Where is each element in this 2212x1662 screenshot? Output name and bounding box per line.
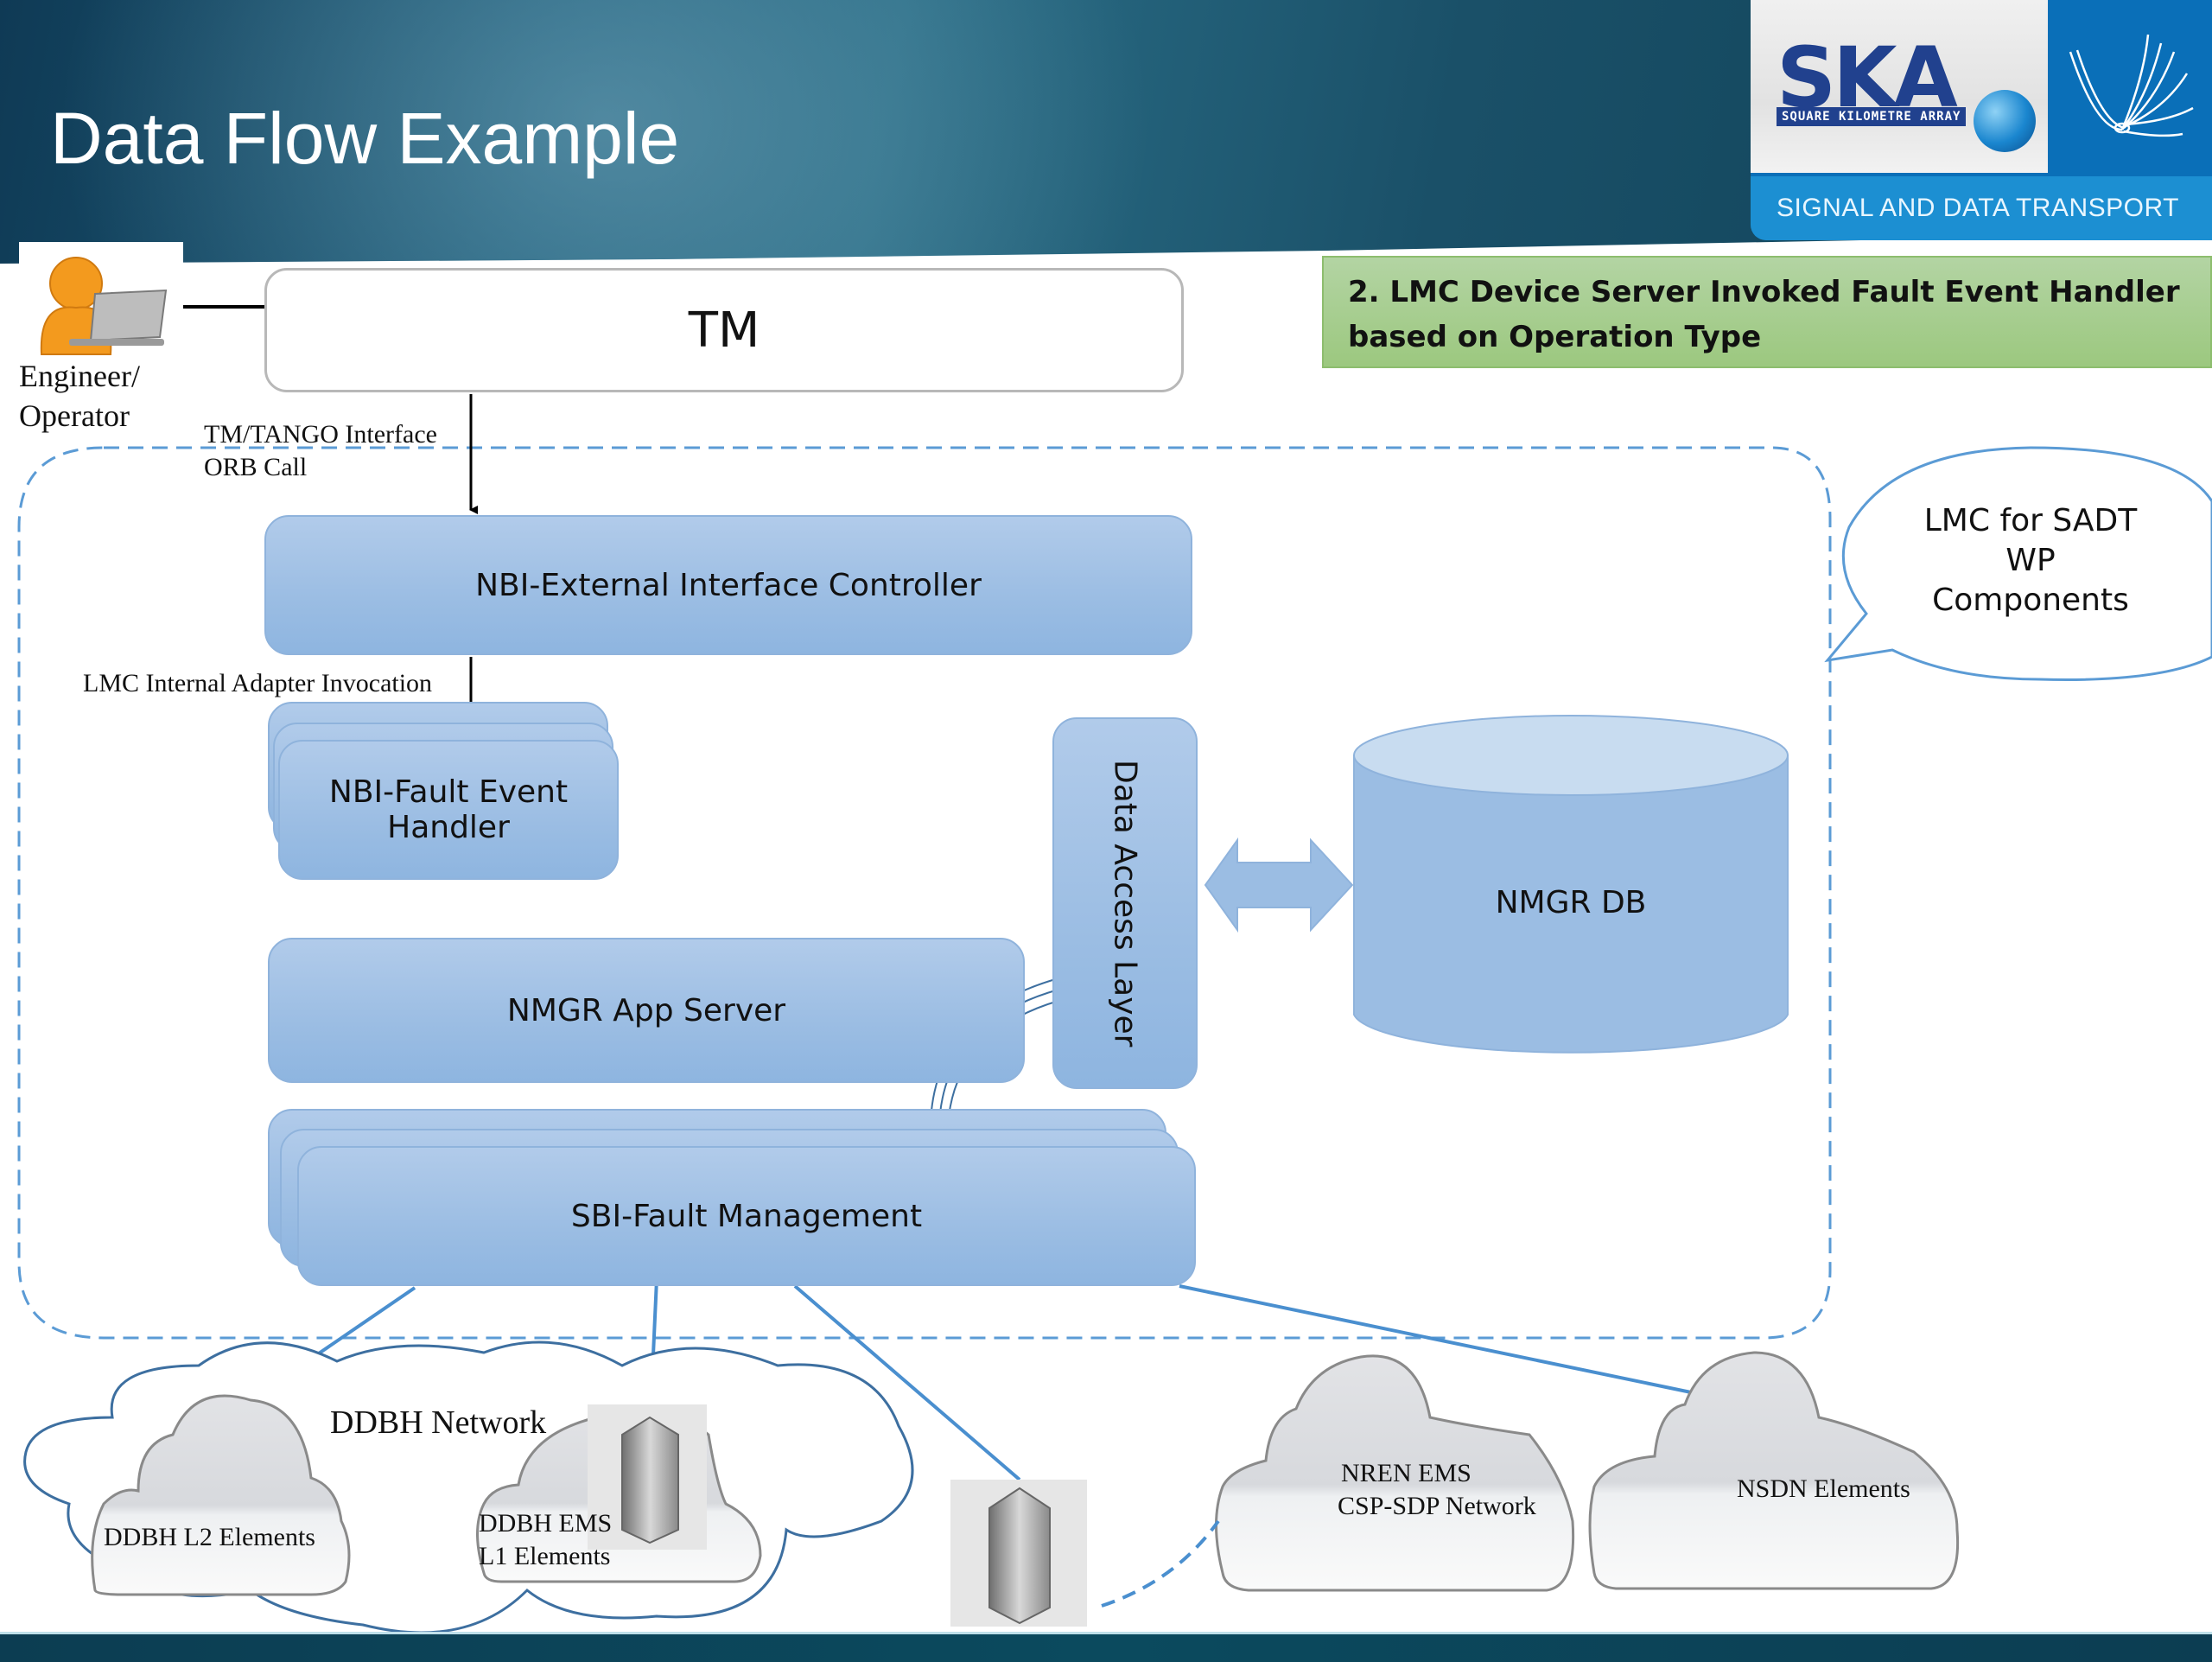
actor-label-line2: Operator [19, 398, 130, 433]
fault-handler-label-line1: NBI-Fault Event [328, 774, 569, 810]
logo-band-text: SIGNAL AND DATA TRANSPORT [1751, 176, 2212, 240]
tm-interface-label: TM/TANGO Interface ORB Call [204, 418, 437, 484]
tm-interface-label-line2: ORB Call [204, 453, 308, 481]
callout-line3: Components [1932, 583, 2129, 618]
nsdn-cloud [1588, 1351, 1960, 1590]
data-access-layer[interactable]: Data Access Layer [1052, 717, 1198, 1089]
ska-sadt-logo: SKA SQUARE KILOMETRE ARRAY SIGNAL AND DA… [1751, 0, 2212, 240]
adapter-invocation-label: LMC Internal Adapter Invocation [83, 669, 433, 697]
step-note: 2. LMC Device Server Invoked Fault Event… [1322, 256, 2212, 368]
sbi-fault-management[interactable]: SBI-Fault Management [297, 1146, 1196, 1286]
actor-label-line1: Engineer/ [19, 359, 140, 393]
dal-db-double-arrow [1204, 837, 1354, 933]
nbi-external-interface-controller[interactable]: NBI-External Interface Controller [264, 515, 1192, 655]
logo-brand-subtitle: SQUARE KILOMETRE ARRAY [1777, 107, 1967, 126]
nren-cloud [1215, 1354, 1575, 1592]
nren-label-line1: NREN EMS [1341, 1459, 1471, 1487]
tm-interface-label-line1: TM/TANGO Interface [204, 420, 437, 449]
data-access-layer-label: Data Access Layer [1107, 759, 1143, 1048]
ddbh-network-label: DDBH Network [330, 1404, 547, 1441]
nren-label-line2: CSP-SDP Network [1338, 1492, 1536, 1520]
tm-box[interactable]: TM [264, 268, 1184, 392]
ddbh-ems-label-line2: L1 Elements [479, 1542, 611, 1570]
fault-handler-label-line2: Handler [387, 810, 510, 845]
fibre-fan-icon [2069, 34, 2194, 137]
nmgr-db[interactable]: NMGR DB [1352, 712, 1789, 1058]
nmgr-db-label: NMGR DB [1495, 885, 1647, 920]
ddbh-l2-cloud [91, 1394, 351, 1596]
logo-globe-icon [1974, 90, 2036, 152]
ddbh-l2-label: DDBH L2 Elements [104, 1523, 315, 1551]
lmc-boundary [17, 446, 1832, 1340]
lmc-callout-text: LMC for SADT WP Components [1858, 501, 2203, 621]
user-laptop-icon [19, 242, 183, 372]
server-icon [588, 1404, 707, 1550]
nbi-fault-event-handler[interactable]: NBI-Fault Event Handler [278, 740, 619, 880]
slide-footer-band [0, 1632, 2212, 1662]
actor-label: Engineer/ Operator [19, 356, 140, 436]
slide-title: Data Flow Example [50, 98, 680, 179]
ddbh-ems-label-line1: DDBH EMS [479, 1509, 613, 1538]
nmgr-app-server[interactable]: NMGR App Server [268, 938, 1025, 1083]
nren-label: NREN EMS CSP-SDP Network [1338, 1457, 1536, 1523]
lmc-callout-bubble [1824, 446, 2212, 681]
server-nren-dashed-link [1101, 1519, 1220, 1608]
database-icon [1353, 715, 1789, 1054]
nsdn-label: NSDN Elements [1737, 1474, 1910, 1503]
ddbh-ems-label: DDBH EMS L1 Elements [479, 1507, 612, 1573]
callout-line1: LMC for SADT [1923, 503, 2138, 538]
server-icon [950, 1480, 1087, 1627]
callout-line2: WP [2005, 543, 2056, 578]
